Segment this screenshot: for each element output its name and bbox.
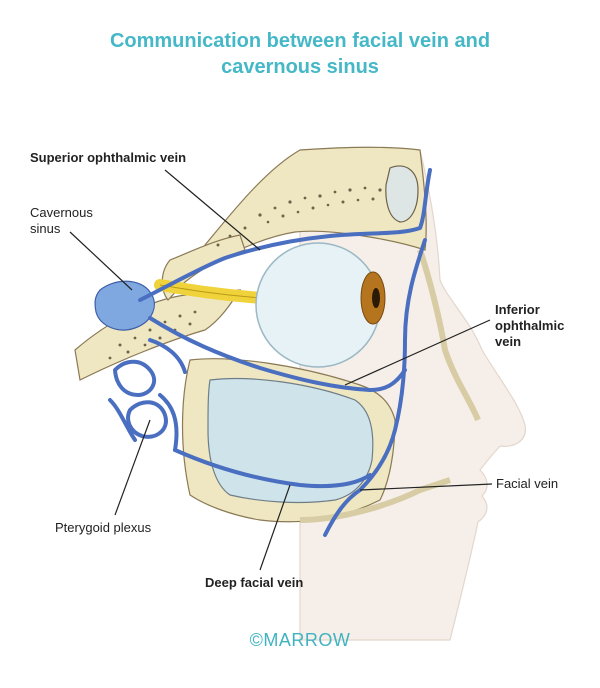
title-line-1: Communication between facial vein and [109, 30, 491, 52]
label-inferior-ophthalmic-line1: Inferior [495, 302, 540, 317]
label-inferior-ophthalmic-line2: ophthalmic [495, 318, 565, 333]
leader-lines [69, 169, 493, 571]
pterygoid-plexus-mesh [113, 359, 157, 397]
label-inferior-ophthalmic-line3: vein [495, 334, 522, 349]
facial-vein-line [323, 488, 362, 537]
nasal-bone [417, 249, 481, 422]
superior-ophthalmic-vein [138, 168, 432, 302]
label-facial-vein: Facial vein [496, 476, 559, 491]
pterygoid-plexus-mesh-3 [108, 338, 187, 452]
label-cavernous-sinus-line1: Cavernous [30, 205, 93, 220]
inferior-ophthalmic-vein [148, 316, 407, 392]
brand-watermark: ©MARROW [249, 630, 351, 650]
label-superior-ophthalmic-vein: Superior ophthalmic vein [30, 150, 187, 165]
cavernous-sinus [94, 280, 155, 331]
leader-cavernous-sinus [69, 231, 133, 291]
label-inferior-ophthalmic-vein: Inferior ophthalmic vein [495, 302, 564, 350]
vein-network [108, 168, 432, 537]
label-deep-facial-vein: Deep facial vein [205, 575, 304, 590]
leader-inferior-ophthalmic [344, 319, 491, 386]
maxillary-sinus [207, 377, 374, 504]
label-cavernous-sinus-line2: sinus [30, 221, 61, 236]
leader-superior-ophthalmic [164, 169, 261, 251]
diagram-title: Communication between facial vein and ca… [0, 28, 600, 80]
leader-deep-facial-vein [259, 484, 291, 571]
deep-facial-vein-line [173, 448, 372, 489]
pupil [372, 288, 380, 308]
leader-facial-vein [359, 483, 493, 491]
upper-jaw-outline [299, 477, 451, 523]
pterygoid-plexus-mesh-2 [126, 400, 168, 439]
label-pterygoid-plexus: Pterygoid plexus [55, 520, 152, 535]
leader-pterygoid-plexus [114, 419, 151, 516]
label-cavernous-sinus: Cavernous sinus [30, 205, 93, 237]
frontal-sinus [385, 165, 419, 223]
title-line-2: cavernous sinus [221, 56, 379, 78]
angular-vein [358, 238, 427, 492]
optic-nerve [154, 279, 268, 304]
bone-texture [108, 186, 382, 360]
